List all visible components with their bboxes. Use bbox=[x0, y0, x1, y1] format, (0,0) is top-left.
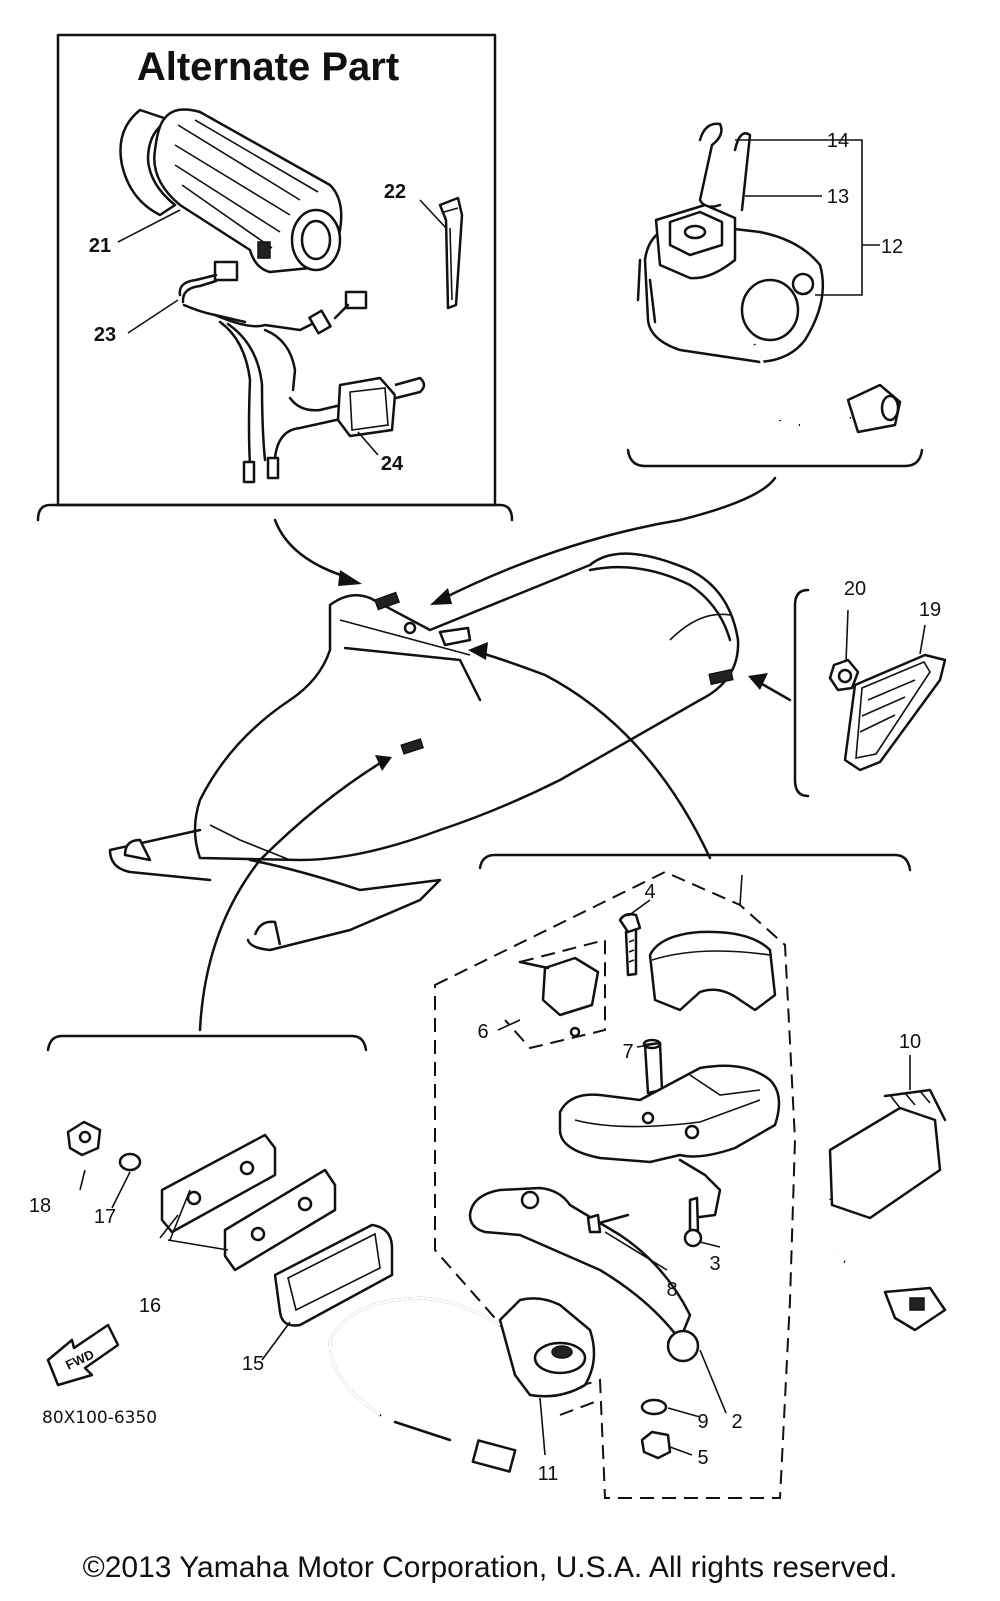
throttle-assembly-drawing bbox=[328, 870, 947, 1499]
callout-4: 4 bbox=[644, 881, 655, 903]
callout-5: 5 bbox=[697, 1447, 708, 1469]
callout-17: 17 bbox=[94, 1206, 116, 1228]
grip-warmer-drawing bbox=[119, 108, 343, 274]
callout-22: 22 bbox=[384, 181, 406, 203]
callout-23: 23 bbox=[94, 324, 116, 346]
callout-13: 13 bbox=[827, 186, 849, 208]
callout-11: 11 bbox=[538, 1463, 559, 1485]
fwd-arrow-icon bbox=[46, 1323, 120, 1387]
callout-6: 6 bbox=[477, 1021, 488, 1043]
copyright-notice: ©2013 Yamaha Motor Corporation, U.S.A. A… bbox=[83, 1551, 898, 1584]
snowmobile-body-drawing bbox=[108, 552, 740, 952]
diagram-code: 80X100-6350 bbox=[42, 1408, 157, 1428]
callout-16: 16 bbox=[139, 1295, 161, 1317]
callout-19: 19 bbox=[919, 599, 941, 621]
callout-10: 10 bbox=[899, 1031, 921, 1053]
callout-12: 12 bbox=[881, 236, 903, 258]
callout-15: 15 bbox=[242, 1353, 264, 1375]
callout-18: 18 bbox=[29, 1195, 51, 1217]
callout-20: 20 bbox=[844, 578, 866, 600]
reflector-group-drawing bbox=[828, 609, 947, 772]
cable-tie-drawing bbox=[438, 196, 464, 310]
callout-24: 24 bbox=[381, 453, 404, 475]
callout-3: 3 bbox=[709, 1253, 720, 1275]
callout-14: 14 bbox=[827, 130, 849, 152]
handlebar-switch-drawing bbox=[636, 122, 902, 434]
callout-2: 2 bbox=[731, 1411, 742, 1433]
alternate-part-inset: Alternate Part bbox=[56, 33, 497, 507]
callout-21: 21 bbox=[89, 235, 111, 257]
callout-7: 7 bbox=[622, 1041, 633, 1063]
callout-8: 8 bbox=[666, 1279, 677, 1301]
wire-harness-drawing bbox=[178, 260, 426, 484]
inset-title: Alternate Part bbox=[137, 45, 399, 89]
taillight-group-drawing bbox=[46, 1120, 394, 1387]
callout-9: 9 bbox=[697, 1411, 708, 1433]
